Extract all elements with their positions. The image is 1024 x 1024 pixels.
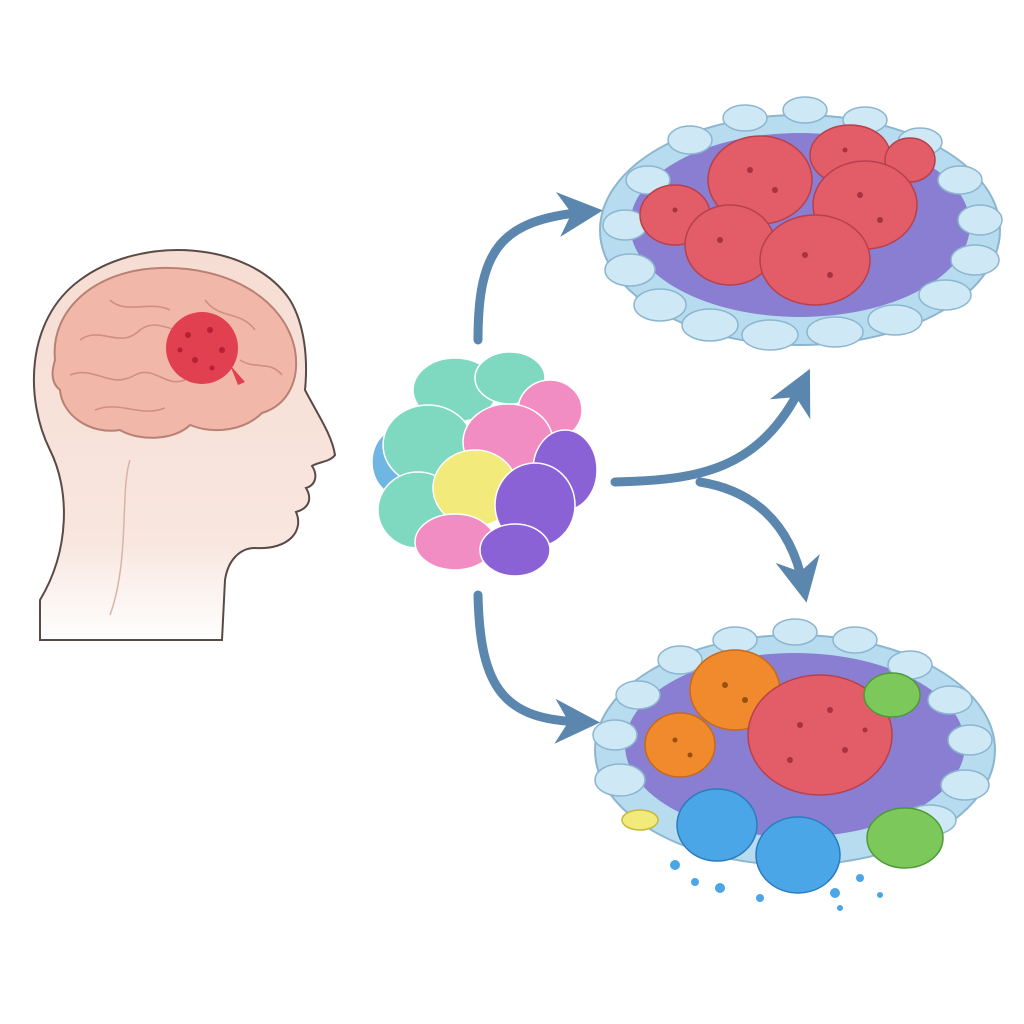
human-head-profile-icon: [32, 249, 337, 641]
arrow-split-up: [610, 368, 811, 487]
heterogeneous-tumor-tissue-icon: [592, 618, 996, 911]
arrow-split-down: [695, 477, 820, 603]
arrow-to-top-tissue: [473, 192, 603, 345]
arrow-to-bottom-tissue: [473, 590, 600, 744]
heterogeneous-cell-cluster-icon: [371, 351, 598, 577]
brain-tumor-mass-icon: [166, 312, 245, 385]
homogeneous-tumor-tissue-icon: [599, 96, 1003, 351]
